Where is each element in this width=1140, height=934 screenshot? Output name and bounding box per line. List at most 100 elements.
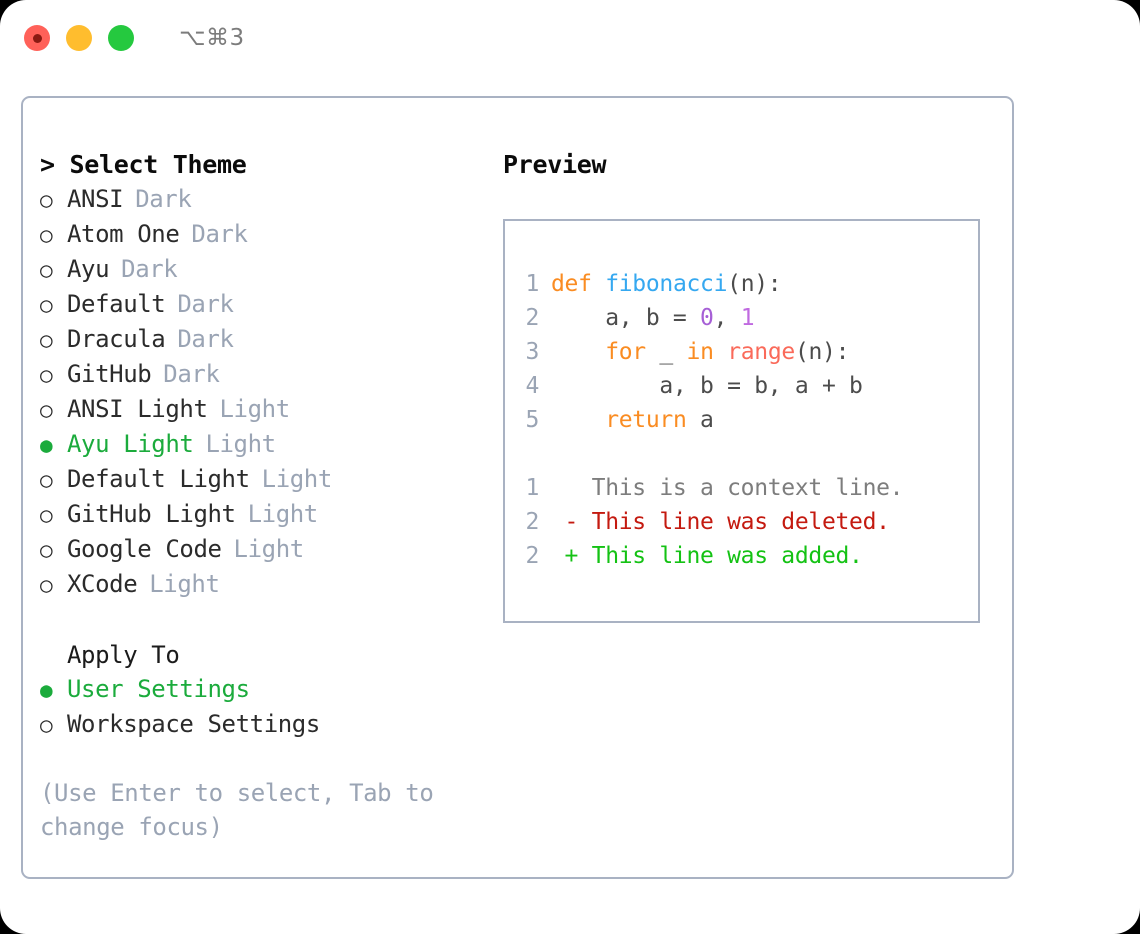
theme-option-github-light[interactable]: ○ GitHub Light Light: [40, 497, 493, 532]
theme-option-atom-one[interactable]: ○ Atom One Dark: [40, 217, 493, 252]
theme-option-github[interactable]: ○ GitHub Dark: [40, 357, 493, 392]
code-line: 4 a, b = b, a + b: [523, 369, 978, 403]
theme-option-default[interactable]: ○ Default Dark: [40, 287, 493, 322]
diff-line-number: 2: [525, 509, 539, 535]
code-token: fibonacci: [605, 271, 728, 297]
theme-option-label: XCode: [67, 570, 138, 598]
radio-unselected-icon: ○: [40, 293, 53, 317]
diff-sample: 1 This is a context line.2 - This line w…: [523, 471, 978, 573]
radio-unselected-icon: ○: [40, 713, 53, 737]
radio-selected-icon: ●: [40, 678, 53, 702]
diff-line-text: - This line was deleted.: [551, 509, 890, 535]
theme-variant-tag: Dark: [121, 255, 178, 283]
apply-to-list[interactable]: ● User Settings ○ Workspace Settings: [40, 672, 493, 742]
code-line-number: 3: [525, 339, 539, 365]
radio-unselected-icon: ○: [40, 538, 53, 562]
apply-to-section: Apply To ● User Settings ○ Workspace Settin…: [40, 638, 493, 742]
diff-line: 1 This is a context line.: [523, 471, 978, 505]
code-line: 3 for _ in range(n):: [523, 335, 978, 369]
theme-option-label: Ayu Light: [67, 430, 194, 458]
diff-line-number: 1: [525, 475, 539, 501]
theme-option-google-code[interactable]: ○ Google Code Light: [40, 532, 493, 567]
title-bar: ⌥⌘3: [0, 0, 1140, 76]
theme-variant-tag: Dark: [163, 360, 220, 388]
code-line-number: 2: [525, 305, 539, 331]
theme-option-label: ANSI: [67, 185, 124, 213]
code-token: a, b =: [551, 305, 701, 331]
apply-to-option-user-settings[interactable]: ● User Settings: [40, 672, 493, 707]
minimize-dot-icon[interactable]: [66, 25, 92, 51]
apply-to-option-label: Workspace Settings: [67, 710, 320, 738]
radio-unselected-icon: ○: [40, 188, 53, 212]
radio-unselected-icon: ○: [40, 468, 53, 492]
apply-to-header: Apply To: [67, 641, 180, 669]
theme-option-ansi[interactable]: ○ ANSI Dark: [40, 182, 493, 217]
code-token: a, b = b, a + b: [551, 373, 863, 399]
radio-unselected-icon: ○: [40, 258, 53, 282]
radio-selected-icon: ●: [40, 433, 53, 457]
code-line: 2 a, b = 0, 1: [523, 301, 978, 335]
maximize-dot-icon[interactable]: [108, 25, 134, 51]
theme-option-label: Default Light: [67, 465, 250, 493]
radio-unselected-icon: ○: [40, 573, 53, 597]
code-token: ,: [713, 305, 741, 331]
diff-line-text: This is a context line.: [551, 475, 904, 501]
code-token: a: [686, 407, 714, 433]
code-spacer: [523, 437, 978, 471]
code-token: for: [605, 339, 646, 365]
select-theme-header: > Select Theme: [40, 150, 247, 179]
radio-unselected-icon: ○: [40, 363, 53, 387]
code-line-number: 4: [525, 373, 539, 399]
theme-option-label: Google Code: [67, 535, 222, 563]
window-controls: [24, 25, 134, 51]
diff-line: 2 + This line was added.: [523, 539, 978, 573]
code-token: [551, 339, 605, 365]
code-token: 0: [700, 305, 714, 331]
theme-variant-tag: Light: [233, 535, 305, 563]
radio-unselected-icon: ○: [40, 223, 53, 247]
radio-unselected-icon: ○: [40, 328, 53, 352]
theme-variant-tag: Light: [261, 465, 333, 493]
theme-option-label: GitHub Light: [67, 500, 236, 528]
code-token: def: [551, 271, 606, 297]
code-line: 1 def fibonacci(n):: [523, 267, 978, 301]
close-dot-icon[interactable]: [24, 25, 50, 51]
code-line: 5 return a: [523, 403, 978, 437]
apply-to-option-label: User Settings: [67, 675, 250, 703]
apply-to-option-workspace-settings[interactable]: ○ Workspace Settings: [40, 707, 493, 742]
diff-line: 2 - This line was deleted.: [523, 505, 978, 539]
theme-variant-tag: Dark: [177, 290, 234, 318]
code-token: [714, 339, 728, 365]
theme-variant-tag: Light: [149, 570, 220, 598]
theme-variant-tag: Dark: [135, 185, 192, 213]
theme-option-default-light[interactable]: ○ Default Light Light: [40, 462, 493, 497]
radio-unselected-icon: ○: [40, 503, 53, 527]
diff-line-number: 2: [525, 543, 539, 569]
theme-option-label: Atom One: [67, 220, 180, 248]
code-line-number: 1: [525, 271, 539, 297]
preview-header: Preview: [503, 150, 607, 179]
theme-variant-tag: Dark: [191, 220, 248, 248]
keyboard-shortcut-label: ⌥⌘3: [179, 25, 245, 51]
theme-option-label: Default: [67, 290, 166, 318]
theme-variant-tag: Light: [247, 500, 319, 528]
code-line-number: 5: [525, 407, 539, 433]
code-token: (n):: [727, 271, 782, 297]
code-token: (n):: [794, 339, 850, 365]
code-token: _: [645, 339, 687, 365]
theme-option-xcode[interactable]: ○ XCode Light: [40, 567, 493, 602]
radio-unselected-icon: ○: [40, 398, 53, 422]
theme-option-label: Dracula: [67, 325, 166, 353]
theme-variant-tag: Light: [219, 395, 291, 423]
code-token: return: [605, 407, 687, 433]
theme-option-label: GitHub: [67, 360, 152, 388]
